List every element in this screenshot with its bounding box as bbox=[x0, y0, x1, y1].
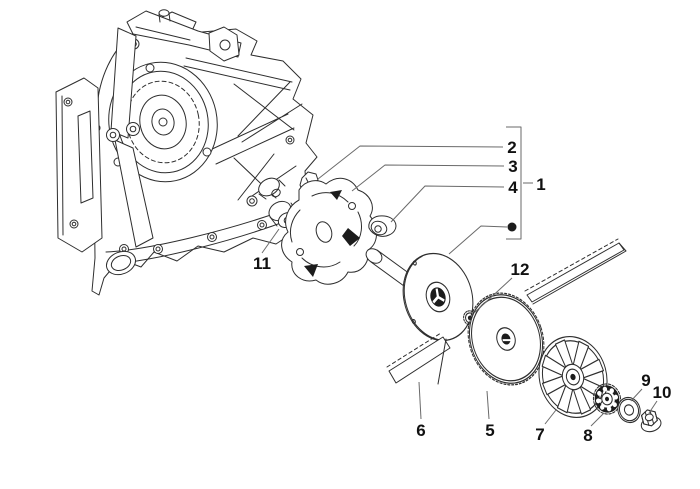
callout-6: 6 bbox=[416, 421, 425, 440]
callout-leader-lines bbox=[261, 145, 658, 427]
callout-12: 12 bbox=[511, 260, 530, 279]
fan-pulley-part-7 bbox=[538, 335, 608, 419]
movable-half-pulley bbox=[365, 248, 474, 342]
callout-2: 2 bbox=[507, 138, 516, 157]
group-1-dot-marker bbox=[507, 222, 517, 232]
callout-7: 7 bbox=[535, 425, 544, 444]
callout-1: 1 bbox=[536, 175, 545, 194]
variator-plate-part-3 bbox=[281, 177, 377, 285]
toothed-ring-gear-part-5 bbox=[467, 292, 545, 386]
callout-3: 3 bbox=[508, 157, 517, 176]
one-way-bearing-part-8 bbox=[592, 383, 622, 415]
washer-part-9 bbox=[617, 396, 641, 424]
roller-weight-part-4 bbox=[368, 215, 397, 237]
engine-crankcase bbox=[55, 9, 318, 296]
callout-5: 5 bbox=[485, 421, 494, 440]
flange-nut-part-10 bbox=[640, 409, 662, 433]
callout-8: 8 bbox=[583, 426, 592, 445]
callout-4: 4 bbox=[508, 178, 518, 197]
group-1-bracket bbox=[506, 126, 533, 240]
callout-10: 10 bbox=[653, 383, 672, 402]
crankcase-bore bbox=[108, 61, 218, 183]
drive-belt-part-6 bbox=[386, 238, 627, 385]
callout-9: 9 bbox=[641, 371, 650, 390]
callout-11: 11 bbox=[253, 254, 271, 273]
